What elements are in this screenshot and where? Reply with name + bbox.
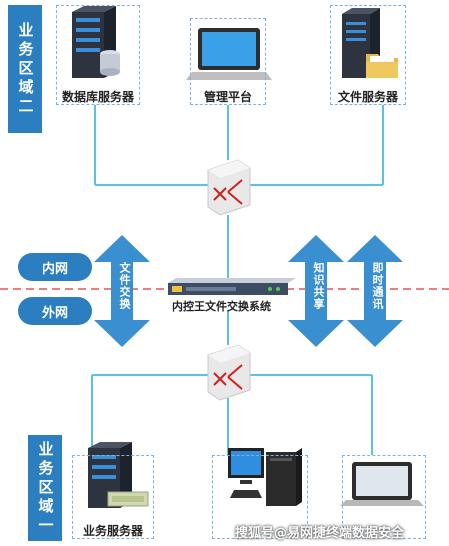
database-server-label: 数据库服务器	[61, 90, 134, 104]
database-server-node[interactable]	[56, 5, 140, 105]
outer-network-text: 外网	[41, 305, 68, 321]
zone-label-bottom-text: 业务区域一	[36, 440, 54, 536]
instant-messaging-arrow	[347, 235, 403, 347]
laptop-icon	[186, 28, 272, 80]
laptop-bottom-icon	[340, 462, 424, 506]
bottom-network-lines	[91, 310, 373, 455]
top-switch-icon	[207, 159, 251, 216]
watermark-text: 搜狐号@易网捷终端数据安全	[235, 526, 405, 541]
business-server-icon	[88, 442, 149, 508]
zone-label-top-text: 业务区域二	[16, 21, 34, 117]
file-exchange-label: 文件交换	[118, 262, 131, 310]
management-platform-node[interactable]	[190, 18, 266, 105]
inner-network-label: 内网	[18, 253, 92, 281]
zone-label-bottom: 业务区域一	[28, 435, 62, 541]
top-network-lines	[94, 105, 384, 283]
exchange-system-label: 内控王文件交换系统	[172, 300, 271, 313]
knowledge-share-arrow	[288, 235, 344, 347]
file-server-node[interactable]	[330, 5, 406, 105]
desktop-node[interactable]	[212, 455, 308, 539]
laptop-node[interactable]	[342, 455, 426, 539]
instant-messaging-label: 即时通讯	[371, 262, 384, 310]
database-server-icon	[72, 6, 120, 78]
zone-label-top: 业务区域二	[8, 5, 42, 133]
file-server-label: 文件服务器	[337, 90, 398, 104]
outer-network-label: 外网	[18, 297, 92, 325]
file-exchange-arrow	[94, 235, 150, 347]
business-server-node[interactable]	[72, 455, 154, 539]
knowledge-share-label: 知识共享	[312, 262, 325, 310]
bottom-switch-icon	[207, 344, 251, 401]
business-server-label: 业务服务器	[82, 524, 143, 538]
inner-network-text: 内网	[41, 261, 68, 277]
exchange-appliance-icon	[168, 278, 296, 295]
file-server-icon	[342, 8, 398, 78]
management-platform-label: 管理平台	[203, 90, 252, 104]
